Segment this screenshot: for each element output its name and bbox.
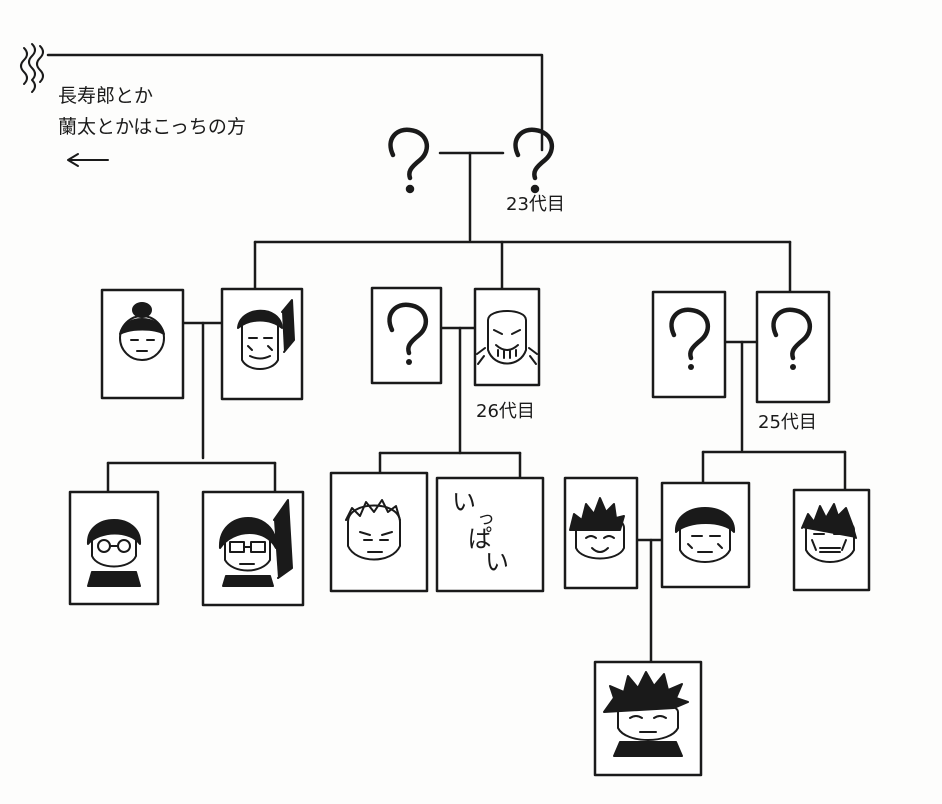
- card-man-neutral: [660, 481, 751, 589]
- character-face-icon: [218, 499, 293, 587]
- card-woman-bun: [100, 288, 185, 400]
- card-spiky-hair-boy: [593, 660, 703, 777]
- svg-text:い: い: [452, 488, 476, 516]
- character-face-icon: [603, 671, 689, 757]
- top-ancestor-left: [388, 127, 430, 194]
- character-face-icon: [674, 507, 736, 563]
- left-arrow-icon: [67, 153, 109, 167]
- character-face-icon: [345, 499, 401, 561]
- question-mark-icon: [387, 302, 429, 356]
- card-unknown-middle: [370, 286, 443, 385]
- character-face-icon: [237, 299, 295, 370]
- svg-text:ぱ: ぱ: [468, 525, 492, 553]
- card-unknown-right-2: [755, 290, 831, 404]
- note-line-1: 長寿郎とか: [58, 85, 153, 107]
- question-mark-icon: [771, 307, 813, 361]
- card-man-ponytail: [220, 287, 304, 401]
- card-girl-glasses: [201, 490, 305, 607]
- character-face-icon: [569, 497, 625, 560]
- ippai-text: い っ ぱ い: [452, 488, 509, 576]
- card-spiky-smiling: [563, 476, 639, 590]
- svg-text:い: い: [485, 548, 509, 576]
- character-face-icon: [476, 310, 538, 365]
- character-face-icon: [119, 302, 165, 361]
- label-26th-generation: 26代目: [476, 401, 535, 422]
- tree-connectors: [20, 43, 847, 664]
- card-old-man: [473, 287, 541, 387]
- label-25th-generation: 25代目: [758, 412, 817, 433]
- question-mark-icon: [513, 127, 555, 181]
- character-face-icon: [86, 519, 142, 587]
- card-unknown-right-1: [651, 290, 727, 399]
- character-face-icon: [801, 503, 857, 563]
- label-23rd-generation: 23代目: [506, 194, 565, 215]
- question-mark-icon: [388, 127, 430, 181]
- card-many-children: い っ ぱ い: [435, 476, 545, 593]
- card-scarred-man: [792, 488, 871, 592]
- side-note: 長寿郎とか 蘭太とかはこっちの方: [58, 85, 246, 138]
- note-line-2: 蘭太とかはこっちの方: [58, 116, 246, 138]
- question-mark-icon: [669, 307, 711, 361]
- card-boy-glasses: [68, 490, 160, 606]
- svg-text:っ: っ: [477, 508, 495, 529]
- card-young-man: [329, 471, 429, 593]
- top-ancestor-right: [513, 127, 555, 194]
